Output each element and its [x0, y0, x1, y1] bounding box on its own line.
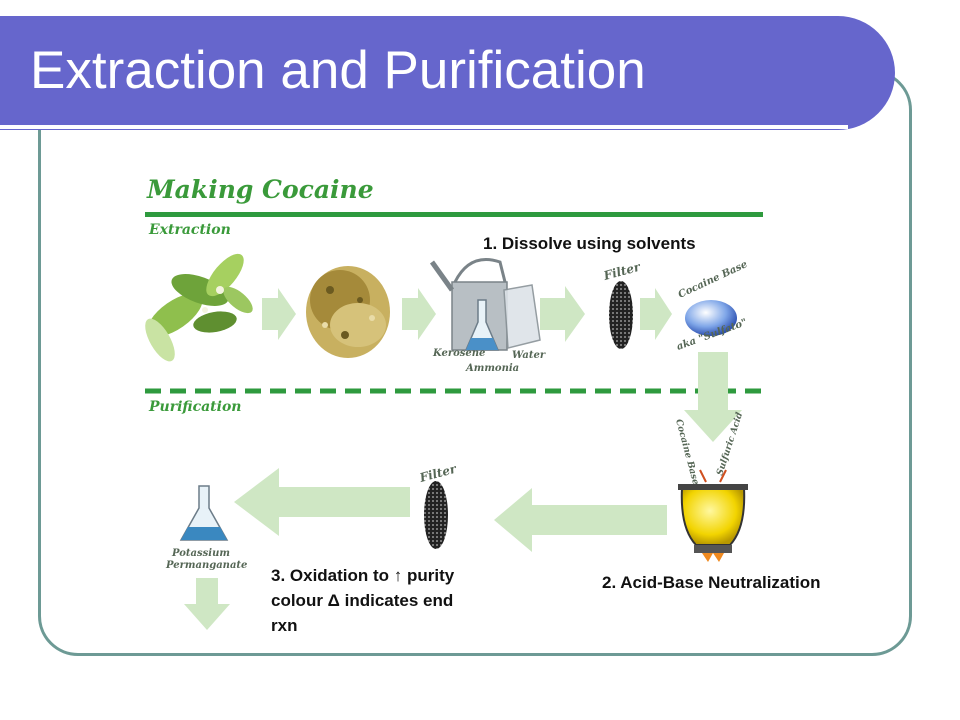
filter-icon	[609, 281, 633, 349]
title-bar	[0, 16, 895, 130]
ammonia-label: Ammonia	[465, 363, 519, 374]
flow-arrow	[402, 288, 436, 340]
reaction-pot-icon	[678, 484, 748, 562]
flow-arrow-down-2	[184, 578, 230, 630]
flow-arrow-left	[234, 468, 410, 536]
heading-rule	[145, 212, 763, 217]
water-label: Water	[512, 350, 546, 361]
diagram-heading: Making Cocaine	[146, 175, 374, 204]
filter-label: Filter	[601, 259, 643, 283]
permanganate-label: Permanganate	[165, 560, 247, 571]
input-arrow	[719, 469, 727, 483]
input-arrow	[699, 469, 707, 483]
slide-title: Extraction and Purification	[30, 41, 646, 100]
crushed-leaves-icon	[306, 266, 390, 358]
cocaine-base-icon	[685, 300, 737, 336]
step3-note: 3. Oxidation to ↑ purity colour Δ indica…	[271, 563, 454, 638]
flow-arrow	[640, 288, 672, 340]
flow-arrow	[540, 286, 585, 342]
coca-leaves-icon	[145, 253, 253, 362]
filter-icon-2	[424, 481, 448, 549]
solvent-containers-icon	[429, 258, 541, 351]
step1-note: 1. Dissolve using solvents	[483, 234, 696, 253]
step3-line: colour Δ indicates end	[271, 591, 454, 610]
cocaine-base-label: Cocaine Base	[677, 259, 750, 301]
flow-arrow-down	[684, 352, 742, 442]
section-purification: Purification	[148, 399, 241, 415]
section-extraction: Extraction	[148, 222, 231, 238]
cocaine-base-input-label: Cocaine Base	[673, 418, 700, 486]
step3-line: rxn	[271, 616, 298, 635]
kerosene-label: Kerosene	[432, 348, 485, 359]
step2-note: 2. Acid-Base Neutralization	[602, 573, 821, 592]
flow-arrow	[262, 288, 296, 340]
title-underline	[0, 125, 848, 129]
step3-line: 3. Oxidation to ↑ purity	[271, 566, 455, 585]
flow-arrow-left	[494, 488, 667, 552]
filter-label-2: Filter	[417, 461, 459, 485]
potassium-label: Potassium	[171, 548, 230, 559]
erlenmeyer-flask-icon	[179, 485, 229, 541]
